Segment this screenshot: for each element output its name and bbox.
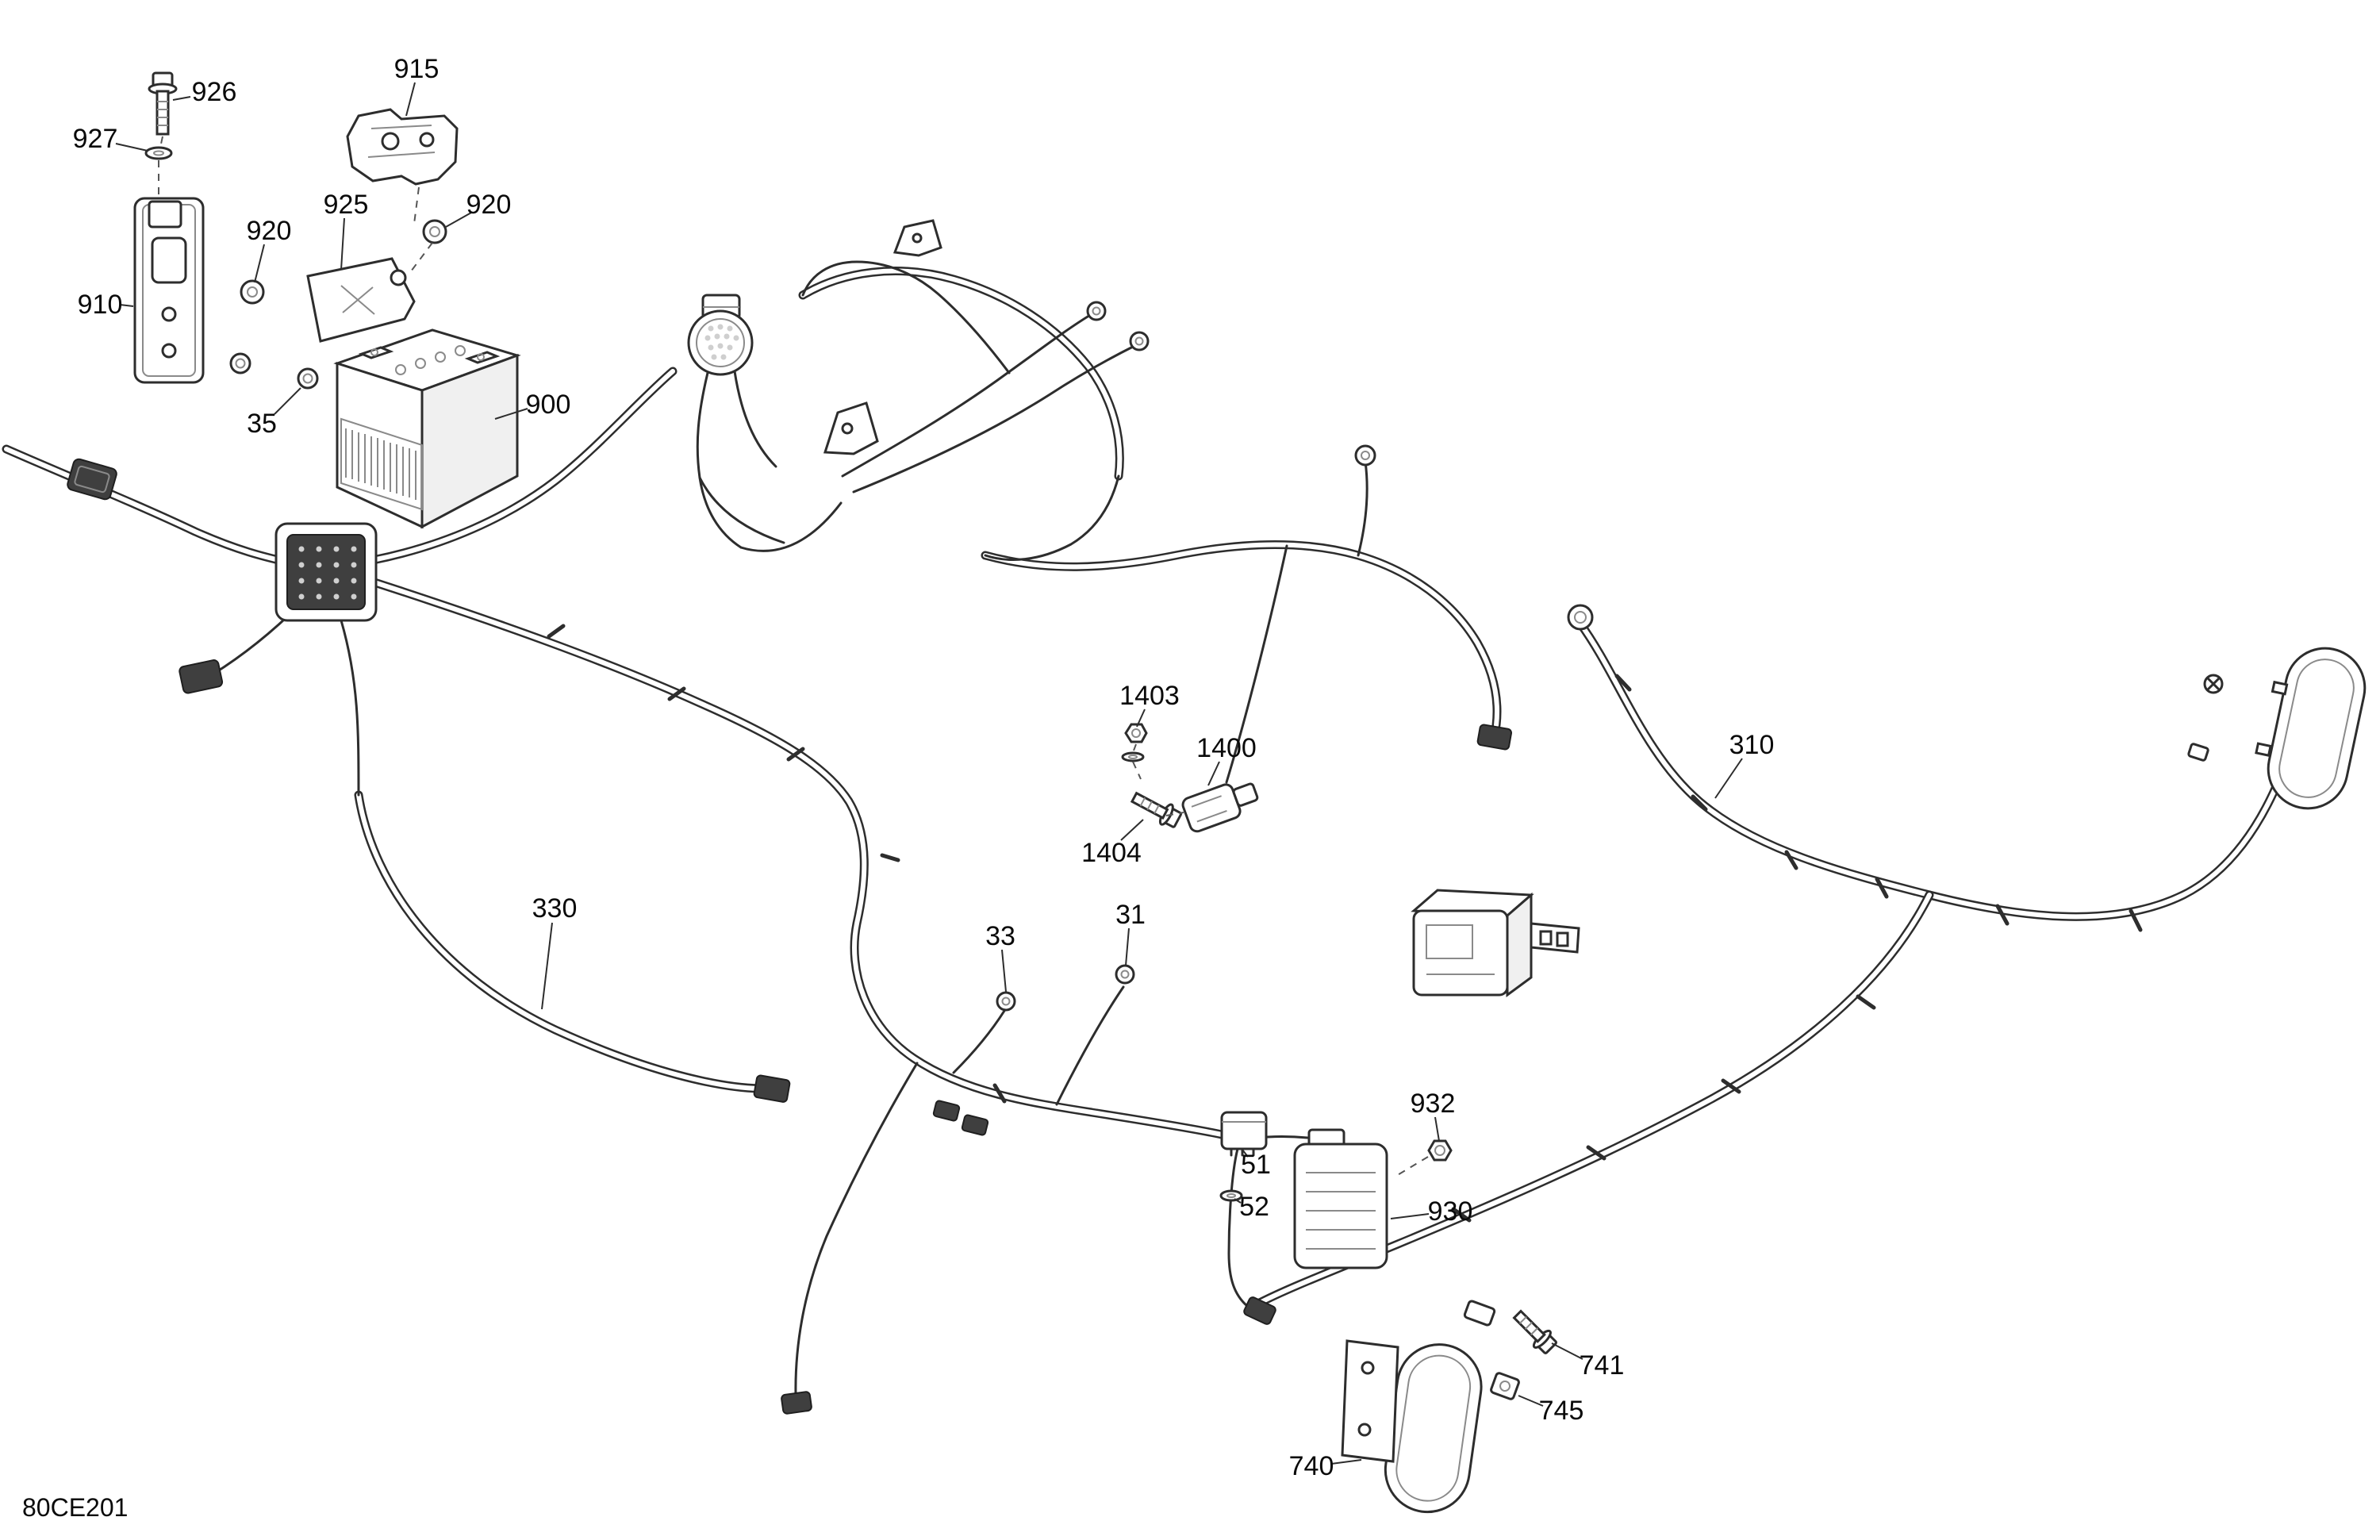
leader-line-35 (274, 387, 301, 415)
leader-line-740 (1330, 1459, 1362, 1465)
battery-support-910 (133, 197, 205, 384)
assembly-axis (1132, 743, 1184, 816)
leader-line-900 (494, 408, 528, 420)
bolt-926-part (148, 71, 178, 136)
droop-end-connector (753, 1074, 791, 1103)
nut-920-right (422, 219, 447, 244)
part-label-932: 932 (1411, 1089, 1456, 1119)
part-label-33: 33 (985, 921, 1015, 951)
harness-310-connector (1567, 604, 1594, 631)
leader-line-1404 (1120, 819, 1144, 841)
leader-line-33 (1001, 949, 1007, 993)
leader-line-31 (1125, 927, 1130, 966)
part-label-745: 745 (1539, 1396, 1584, 1426)
nut-31-part (1115, 964, 1135, 985)
branch-connector (178, 659, 224, 694)
leader-line-915 (405, 82, 416, 117)
part-label-310: 310 (1729, 730, 1775, 760)
bolt-1404-part (1130, 791, 1182, 828)
taillight-740-part (1384, 1343, 1483, 1514)
leader-line-1400 (1207, 761, 1220, 786)
leader-line-910 (119, 304, 134, 307)
bolt-741-part (1512, 1309, 1557, 1354)
part-label-1404: 1404 (1081, 838, 1142, 868)
module-930-part (1293, 1128, 1388, 1269)
battery-holder-915 (346, 108, 459, 186)
relay-51-part (1220, 1111, 1268, 1157)
leader-line-932 (1434, 1116, 1440, 1142)
clip-745-part (1490, 1372, 1520, 1400)
washer-52-part (1219, 1189, 1243, 1202)
washer-927-part (144, 146, 173, 160)
leader-line-745 (1518, 1395, 1544, 1407)
taillight-740-bracket (1341, 1339, 1399, 1463)
branch-wires (211, 260, 2296, 1396)
leader-line-1403 (1136, 709, 1146, 728)
leader-line-52 (1234, 1198, 1242, 1204)
battery-900 (333, 328, 521, 529)
part-label-52: 52 (1239, 1192, 1269, 1222)
part-label-927: 927 (73, 124, 118, 154)
leader-line-926 (172, 96, 191, 101)
bracket-925 (306, 257, 416, 343)
nut-1403-part (1121, 723, 1148, 762)
round-multipin-connector (687, 294, 754, 376)
labels-layer: 926 927 915 925 920 920 910 35 900 1403 1400 1404 31… (73, 54, 1775, 1481)
part-label-35: 35 (247, 409, 277, 439)
leader-line-925 (340, 217, 345, 271)
nut-33-part (996, 991, 1016, 1012)
taillight-right (2255, 647, 2367, 810)
part-label-1400: 1400 (1196, 733, 1257, 763)
part-label-926: 926 (192, 77, 237, 107)
ring-terminal (1086, 301, 1376, 467)
drop-end-connector (781, 1391, 812, 1415)
part-label-1403: 1403 (1119, 681, 1180, 711)
main-harness-connector (274, 522, 378, 622)
leader-line-330 (541, 922, 553, 1010)
part-label-330: 330 (532, 893, 578, 924)
part-label-910: 910 (78, 290, 123, 320)
part-label-900: 900 (526, 390, 571, 420)
part-label-51: 51 (1241, 1150, 1271, 1180)
four-pin-connector (1476, 724, 1512, 751)
taillight-740-connector (1243, 1296, 1276, 1325)
relay-module (1411, 889, 1580, 997)
diagram-code: 80CE201 (22, 1493, 129, 1522)
taillight-right-hardware (2187, 674, 2224, 762)
leader-line-741 (1551, 1342, 1583, 1360)
part-label-915: 915 (394, 54, 440, 84)
clamp (1463, 1300, 1496, 1327)
part-label-920: 920 (466, 190, 512, 220)
leader-line-920 (254, 244, 265, 283)
assembly-axis (410, 186, 433, 272)
leader-line-920 (445, 212, 472, 228)
nut-932-part (1427, 1139, 1453, 1162)
harness-bracket (823, 219, 942, 455)
harness-clips (547, 624, 2143, 1223)
nut-lower (229, 352, 251, 374)
left-edge-connector (67, 458, 117, 501)
part-label-930: 930 (1428, 1196, 1473, 1227)
nut-35-part (297, 367, 319, 390)
leader-line-51 (1242, 1149, 1249, 1158)
leader-line-927 (115, 143, 148, 152)
assembly-axis (158, 136, 163, 197)
leader-line-310 (1714, 758, 1743, 799)
part-label-920: 920 (247, 216, 292, 246)
nut-920-left (240, 279, 265, 305)
part-label-925: 925 (324, 190, 369, 220)
assembly-axis (1395, 1156, 1429, 1177)
connector-pair (932, 1100, 989, 1136)
part-label-31: 31 (1115, 900, 1146, 930)
part-label-740: 740 (1289, 1451, 1334, 1481)
leader-line-930 (1390, 1213, 1430, 1219)
part-label-741: 741 (1580, 1350, 1625, 1381)
connector-1400-part (1181, 782, 1259, 833)
